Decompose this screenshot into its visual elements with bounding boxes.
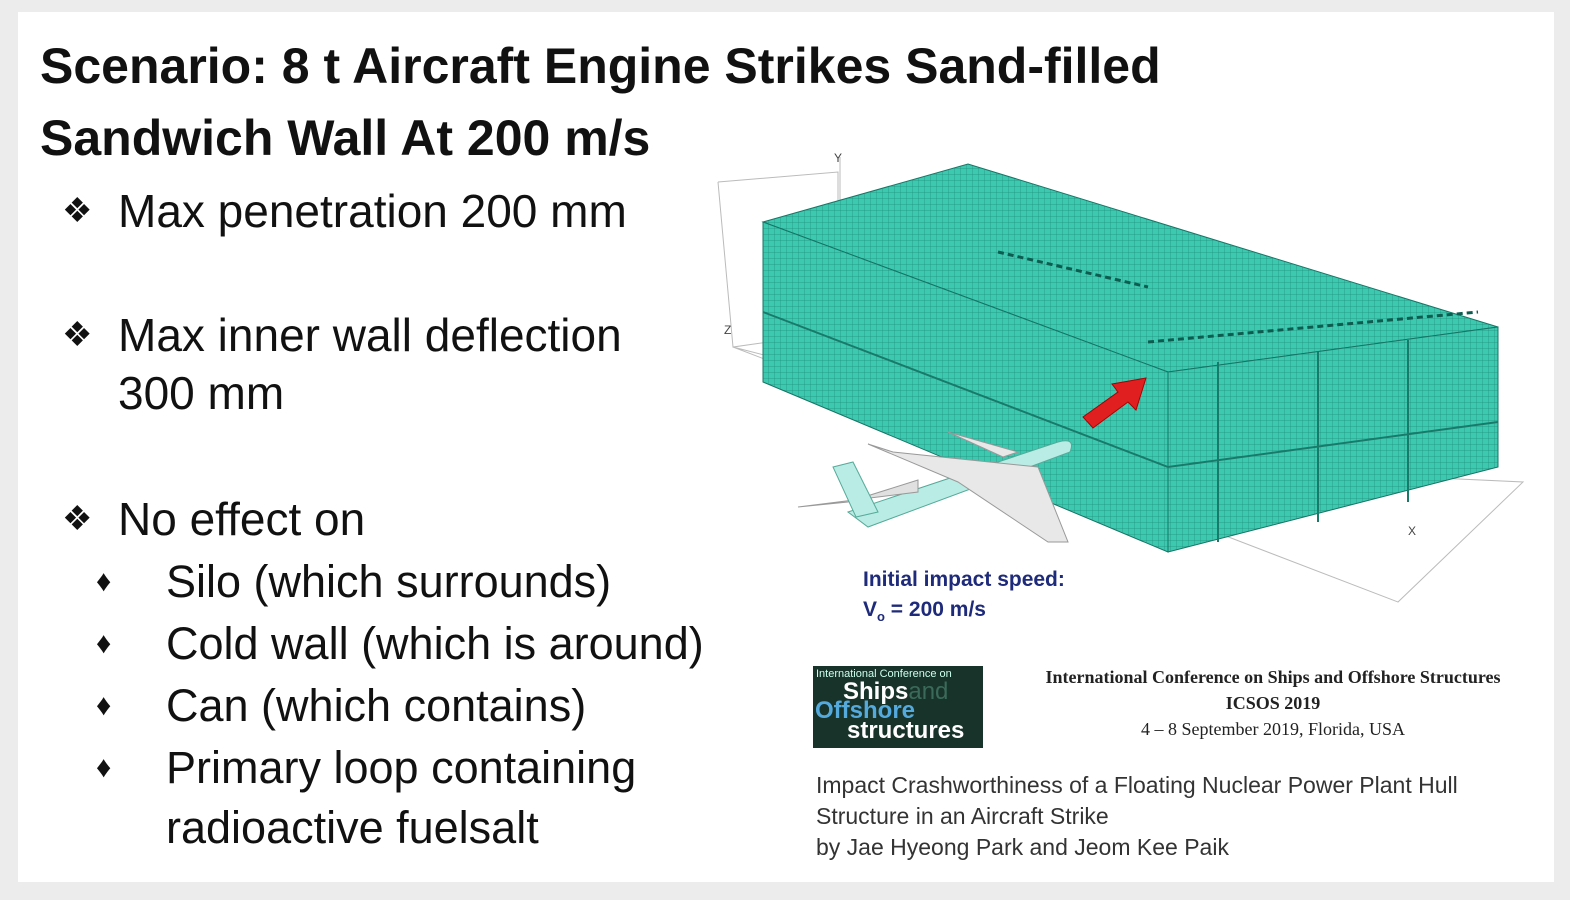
- paper-title-cont: Structure in an Aircraft Strike: [816, 803, 1109, 829]
- sub-bullet-can: ♦ Can (which contains): [96, 676, 586, 736]
- axis-z-label: Z: [724, 323, 731, 337]
- aircraft-illustration: [797, 431, 1072, 543]
- speed-symbol: V: [863, 598, 878, 621]
- paper-authors: by Jae Hyeong Park and Jeom Kee Paik: [816, 834, 1229, 860]
- bullet-penetration: ❖ Max penetration 200 mm: [62, 182, 627, 240]
- logo-text: Shipsand: [843, 678, 949, 705]
- speed-value: Vo = 200 m/s: [863, 595, 1065, 632]
- slide-title: Scenario: 8 t Aircraft Engine Strikes Sa…: [40, 30, 1440, 174]
- diamond-icon: ♦: [96, 565, 112, 598]
- axis-x-label: X: [1408, 524, 1416, 538]
- sub-bullet-primary-loop: ♦ Primary loop containing radioactive fuel…: [96, 738, 636, 858]
- conference-info: International Conference on Ships and Of…: [1003, 664, 1543, 742]
- bullet-marker-icon: ❖: [62, 500, 93, 538]
- diamond-icon: ♦: [96, 627, 112, 660]
- speed-label: Initial impact speed:: [863, 568, 1065, 591]
- diamond-icon: ♦: [96, 689, 112, 722]
- impact-arrow: [1082, 377, 1147, 429]
- sub-bullet-silo: ♦ Silo (which surrounds): [96, 552, 611, 612]
- bullet-marker-icon: ❖: [62, 316, 93, 354]
- paper-citation: Impact Crashworthiness of a Floating Nuc…: [816, 770, 1458, 863]
- sub-bullet-text: Can (which contains): [166, 680, 587, 731]
- diamond-icon: ♦: [96, 751, 112, 784]
- axis-y-label: Y: [834, 151, 842, 165]
- fem-model-figure: Y Z X: [717, 151, 1525, 603]
- sub-bullet-cold-wall: ♦ Cold wall (which is around): [96, 614, 704, 674]
- title-line-2: Sandwich Wall At 200 m/s: [40, 110, 651, 166]
- sub-bullet-text: Silo (which surrounds): [166, 556, 612, 607]
- bullet-text: Max inner wall deflection: [118, 309, 622, 361]
- speed-subscript: o: [877, 609, 885, 625]
- bullet-text: Max penetration 200 mm: [118, 185, 627, 237]
- sub-bullet-text: Primary loop containing: [166, 742, 637, 793]
- conference-logo: International Conference on Shipsand Off…: [813, 666, 983, 748]
- bullet-text: No effect on: [118, 493, 366, 545]
- logo-text: International Conference on: [816, 668, 952, 680]
- conference-name: International Conference on Ships and Of…: [1045, 667, 1501, 687]
- logo-text: Offshore: [815, 697, 916, 724]
- logo-text: structures: [847, 717, 965, 744]
- bullet-deflection: ❖ Max inner wall deflection 300 mm: [62, 306, 622, 422]
- speed-number: = 200 m/s: [884, 598, 986, 621]
- impact-speed-annotation: Initial impact speed: Vo = 200 m/s: [863, 565, 1065, 632]
- conference-dates: 4 – 8 September 2019, Florida, USA: [1141, 719, 1405, 739]
- hull-mesh: [761, 163, 1499, 553]
- sub-bullet-text-cont: radioactive fuelsalt: [166, 802, 539, 853]
- conference-abbr: ICSOS 2019: [1225, 693, 1321, 713]
- title-line-1: Scenario: 8 t Aircraft Engine Strikes Sa…: [40, 38, 1161, 94]
- bullet-marker-icon: ❖: [62, 192, 93, 230]
- slide: Scenario: 8 t Aircraft Engine Strikes Sa…: [18, 12, 1554, 882]
- paper-title: Impact Crashworthiness of a Floating Nuc…: [816, 772, 1458, 798]
- sub-bullet-text: Cold wall (which is around): [166, 618, 704, 669]
- bullet-text-cont: 300 mm: [118, 367, 285, 419]
- bullet-no-effect: ❖ No effect on: [62, 490, 365, 548]
